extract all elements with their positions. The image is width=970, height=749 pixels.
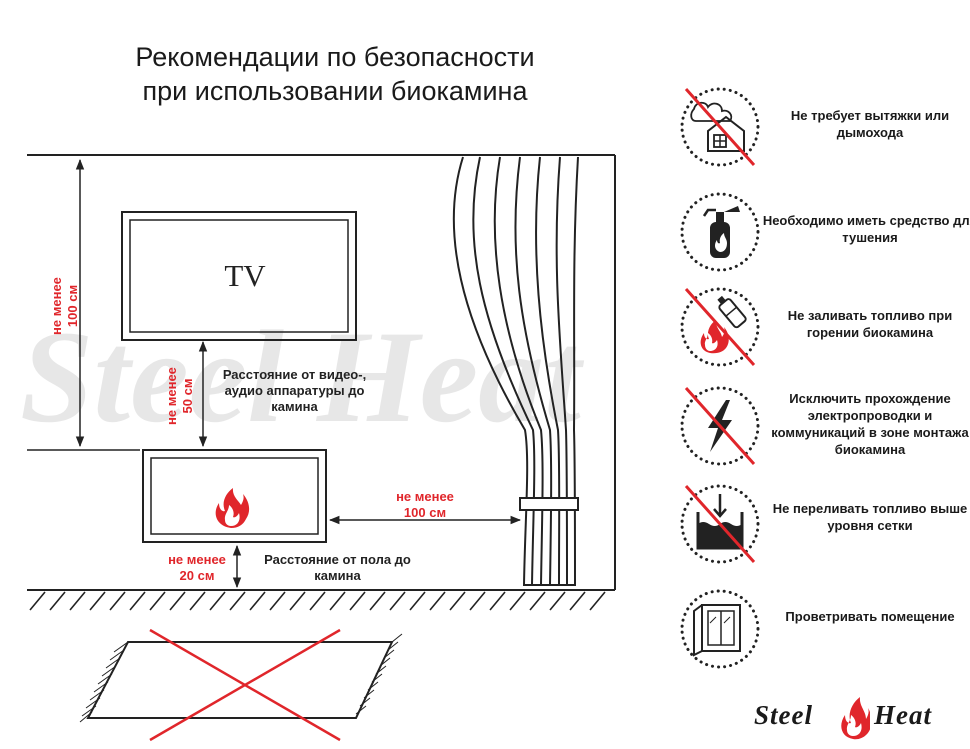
- title-line-2: при использовании биокамина: [142, 76, 528, 106]
- rule-text-4: Исключить прохождение электропроводки и …: [771, 391, 969, 457]
- rule-text-3: Не заливать топливо при горении биокамин…: [787, 308, 953, 340]
- floor: [27, 589, 615, 611]
- logo-flame-icon: [841, 697, 870, 740]
- dimension-arrows: [75, 158, 522, 589]
- rule-text-6: Проветривать помещение: [785, 609, 955, 624]
- logo-word-heat: Heat: [874, 700, 932, 730]
- rule-text-1: Не требует вытяжки или дымохода: [790, 108, 950, 140]
- curtain: [452, 156, 579, 586]
- tv: [121, 211, 357, 341]
- floor-distance-description: Расстояние от пола до камина: [264, 552, 411, 583]
- title-line-1: Рекомендации по безопасности: [135, 42, 535, 72]
- no-chimney-icon: [680, 87, 760, 167]
- rule-text-2: Необходимо иметь средство для тушения: [762, 213, 970, 245]
- floor-distance-label: не менее 20 см: [168, 552, 226, 583]
- fuel-level-icon: [680, 484, 760, 564]
- fire-extinguisher-icon: [680, 192, 760, 272]
- biofireplace: [142, 449, 327, 543]
- curtain-distance-label: не менее 100 см: [396, 489, 454, 520]
- wall-outline: [27, 154, 616, 590]
- window-icon: [680, 589, 760, 669]
- rule-text-5: Не переливать топливо выше уровня сетки: [772, 501, 968, 533]
- no-electric-icon: [680, 386, 760, 466]
- logo-word-steel: Steel: [754, 700, 813, 730]
- rug-forbidden: [79, 628, 403, 742]
- brand-logo: Steel Heat: [748, 694, 963, 742]
- page-title: Рекомендации по безопасности при использ…: [40, 40, 630, 108]
- tv-gap-label: не менее 50 см: [164, 367, 195, 425]
- tv-label: TV: [224, 258, 266, 293]
- no-refuel-icon: [680, 287, 760, 367]
- wall-height-label: не менее 100 см: [49, 277, 80, 335]
- tv-gap-description: Расстояние от видео-, аудио аппаратуры д…: [222, 367, 367, 414]
- flame-icon: [215, 488, 250, 528]
